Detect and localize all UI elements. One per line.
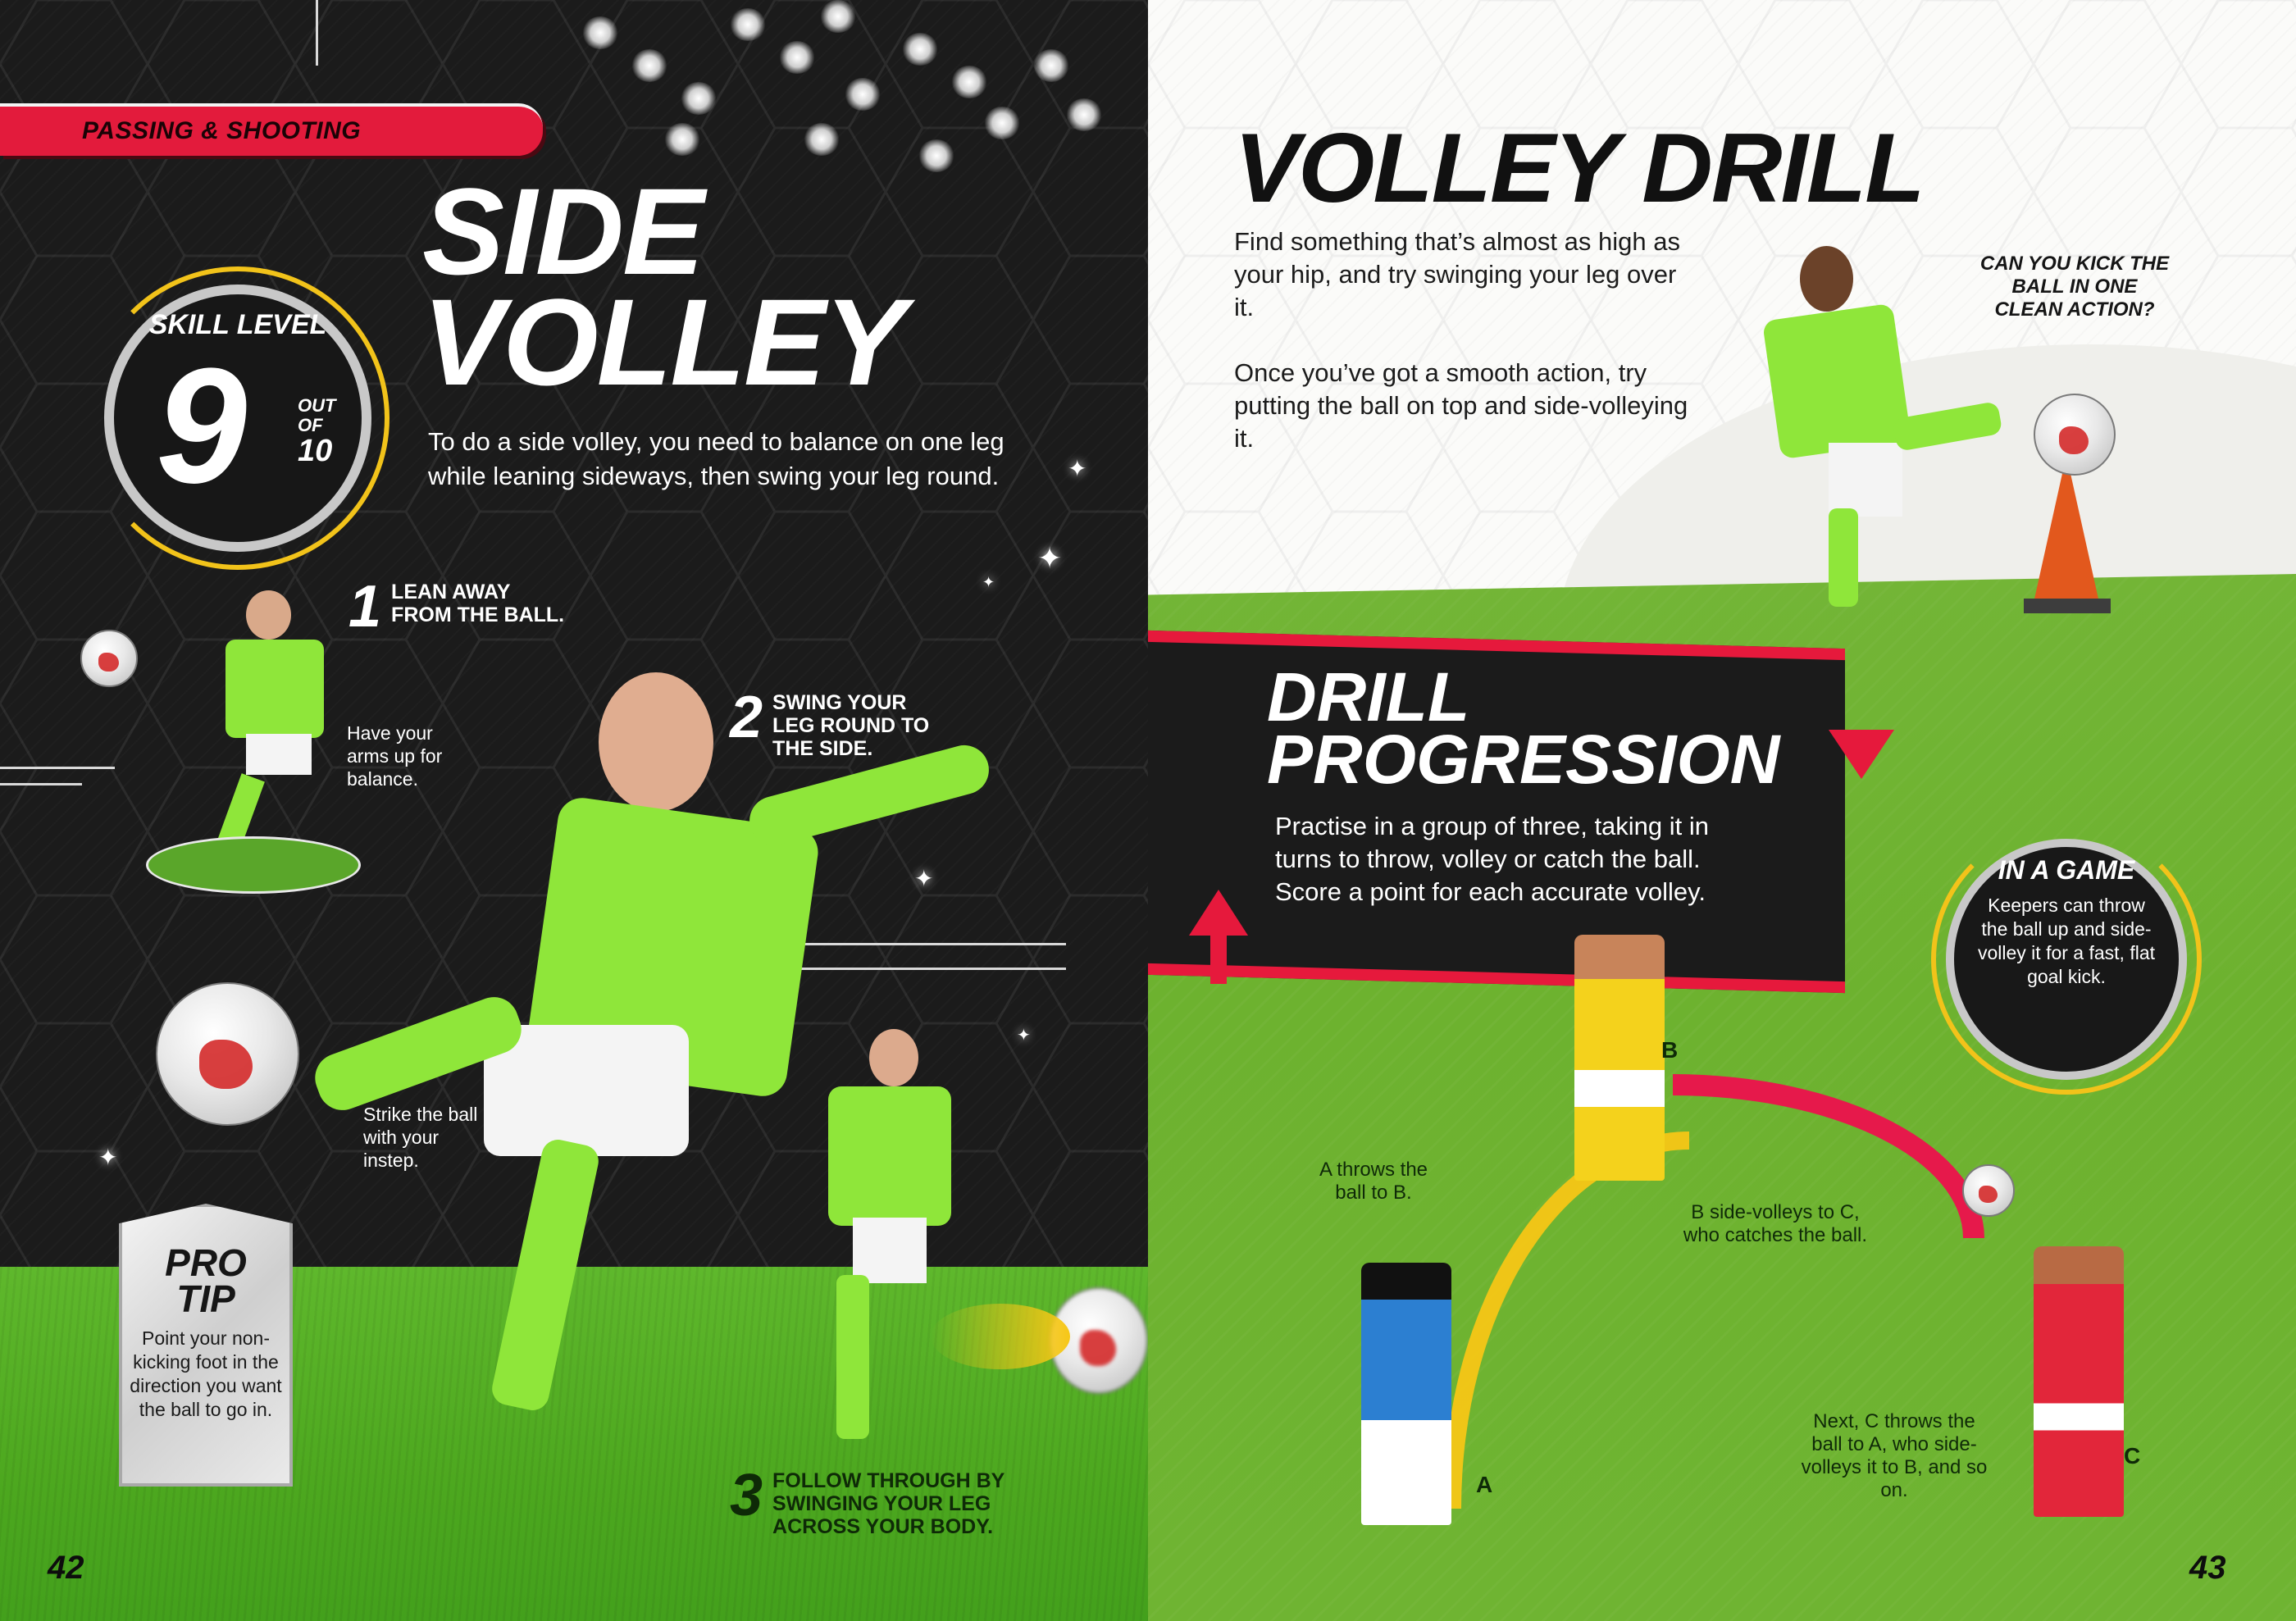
decorative-line <box>316 0 318 66</box>
skill-level-badge: SKILL LEVEL 9 OUT OF 10 <box>86 266 390 570</box>
step-text-line: ACROSS YOUR BODY. <box>772 1515 994 1538</box>
player-photo-step-3 <box>771 1029 984 1455</box>
intro-paragraph: Once you’ve got a smooth action, try put… <box>1234 358 1688 453</box>
intro-paragraph: Find something that’s almost as high as … <box>1234 227 1680 321</box>
player-photo-step-1 <box>148 590 369 886</box>
note-next-rotation: Next, C throws the ball to A, who side-v… <box>1801 1410 1988 1501</box>
ball-motion-trail <box>931 1304 1070 1369</box>
in-a-game-heading: IN A GAME <box>1998 855 2135 885</box>
pro-tip-card: PRO TIP Point your non-kicking foot in t… <box>119 1204 293 1487</box>
step-text-line: FOLLOW THROUGH BY <box>772 1469 1005 1492</box>
challenge-question: CAN YOU KICK THE BALL IN ONE CLEAN ACTIO… <box>1979 253 2170 321</box>
player-label-a: A <box>1476 1472 1493 1497</box>
step-text-line: FROM THE BALL. <box>391 603 565 626</box>
sparkle-icon: ✦ <box>982 574 995 590</box>
step-number: 3 <box>730 1463 763 1528</box>
in-a-game-body: Keepers can throw the ball up and side-v… <box>1977 895 2156 987</box>
player-a-illustration <box>1361 1263 1451 1525</box>
intro-text: Find something that’s almost as high as … <box>1234 225 1693 455</box>
arrow-up-stem <box>1210 935 1227 984</box>
step-text: LEAN AWAY FROM THE BALL. <box>391 581 564 626</box>
player-c-illustration <box>2034 1246 2124 1517</box>
page-number-right: 43 <box>2189 1550 2226 1586</box>
step-text-line: SWING YOUR <box>772 691 907 714</box>
page-number-left: 42 <box>48 1550 84 1586</box>
skill-level-max: 10 <box>298 434 333 468</box>
step-text: FOLLOW THROUGH BY SWINGING YOUR LEG ACRO… <box>772 1469 1004 1538</box>
player-label-b: B <box>1661 1037 1679 1063</box>
caption-arms-balance: Have your arms up for balance. <box>347 722 443 790</box>
title-line-1: SIDE <box>422 162 704 300</box>
sparkle-icon: ✦ <box>1017 1027 1031 1045</box>
drill-progression-body: Practise in a group of three, taking it … <box>1275 812 1710 906</box>
skill-level-label: SKILL LEVEL <box>148 309 327 340</box>
badge-ring-outer <box>86 266 390 570</box>
note-a-throws: A throws the ball to B. <box>1319 1159 1428 1204</box>
right-page: VOLLEY DRILL Find something that’s almos… <box>1148 0 2296 1621</box>
sparkle-icon: ✦ <box>98 1145 118 1170</box>
page-title: VOLLEY DRILL <box>1234 113 1925 223</box>
step-number: 1 <box>348 574 382 640</box>
sparkle-icon: ✦ <box>914 866 934 891</box>
step-text: SWING YOUR LEG ROUND TO THE SIDE. <box>772 691 929 760</box>
arrow-down-icon <box>1829 730 1894 779</box>
skill-level-value: 9 <box>156 335 248 517</box>
arrow-up-icon <box>1189 890 1248 936</box>
in-a-game-badge: IN A GAME Keepers can throw the ball up … <box>1931 824 2202 1095</box>
step-2: 2 SWING YOUR LEG ROUND TO THE SIDE. <box>730 685 929 760</box>
caption-strike-instep: Strike the ball with your instep. <box>363 1104 478 1171</box>
pro-tip-heading-line: TIP <box>176 1277 235 1320</box>
step-text-line: SWINGING YOUR LEG <box>772 1492 991 1515</box>
step-text-line: LEAN AWAY <box>391 581 511 603</box>
step-text-line: LEG ROUND TO <box>772 714 930 737</box>
pro-tip-heading-line: PRO <box>165 1241 247 1284</box>
drill-title-line: PROGRESSION <box>1267 721 1780 798</box>
decorative-line <box>0 767 115 769</box>
traffic-cone-base <box>2024 599 2111 613</box>
stadium-lights <box>459 0 1132 213</box>
section-tag: PASSING & SHOOTING <box>0 103 543 156</box>
soccer-ball-image <box>2034 394 2116 476</box>
player-b-illustration <box>1574 935 1665 1181</box>
section-tag-label: PASSING & SHOOTING <box>82 117 362 144</box>
page-title: SIDE VOLLEY <box>422 162 906 411</box>
title-line-2: VOLLEY <box>422 273 906 411</box>
badge-ring-inner <box>1946 839 2187 1080</box>
out-of-label: OUT OF <box>298 395 336 435</box>
badge-ring-outer <box>1931 824 2202 1095</box>
player-photo-step-2 <box>271 672 995 1459</box>
sparkle-icon: ✦ <box>1068 456 1087 481</box>
decorative-line <box>0 783 82 785</box>
left-page: PASSING & SHOOTING SKILL LEVEL 9 OUT OF … <box>0 0 1148 1621</box>
soccer-ball-image <box>80 630 138 687</box>
note-b-volleys: B side-volleys to C, who catches the bal… <box>1683 1201 1868 1246</box>
step-number: 2 <box>730 685 763 750</box>
player-label-c: C <box>2124 1443 2141 1468</box>
decorative-line <box>672 943 1066 945</box>
player-photo-cone-drill <box>1738 246 2003 623</box>
step-text-line: THE SIDE. <box>772 737 873 760</box>
pro-tip-heading: PRO TIP <box>122 1241 289 1320</box>
decorative-line <box>738 968 1066 970</box>
drill-title-line: DRILL <box>1267 658 1470 735</box>
step-3: 3 FOLLOW THROUGH BY SWINGING YOUR LEG AC… <box>730 1463 1004 1538</box>
soccer-ball-image <box>156 982 299 1126</box>
soccer-ball-image <box>1962 1164 2015 1217</box>
traffic-cone <box>2034 455 2099 603</box>
sparkle-icon: ✦ <box>1037 541 1063 575</box>
intro-text: To do a side volley, you need to balance… <box>428 427 1004 490</box>
skill-level-out-of: OUT OF 10 <box>298 396 339 467</box>
step-1: 1 LEAN AWAY FROM THE BALL. <box>348 574 564 640</box>
grass-disc <box>146 836 361 894</box>
drill-progression-title: DRILL PROGRESSION <box>1267 658 1780 798</box>
pro-tip-body: Point your non-kicking foot in the direc… <box>130 1327 282 1420</box>
